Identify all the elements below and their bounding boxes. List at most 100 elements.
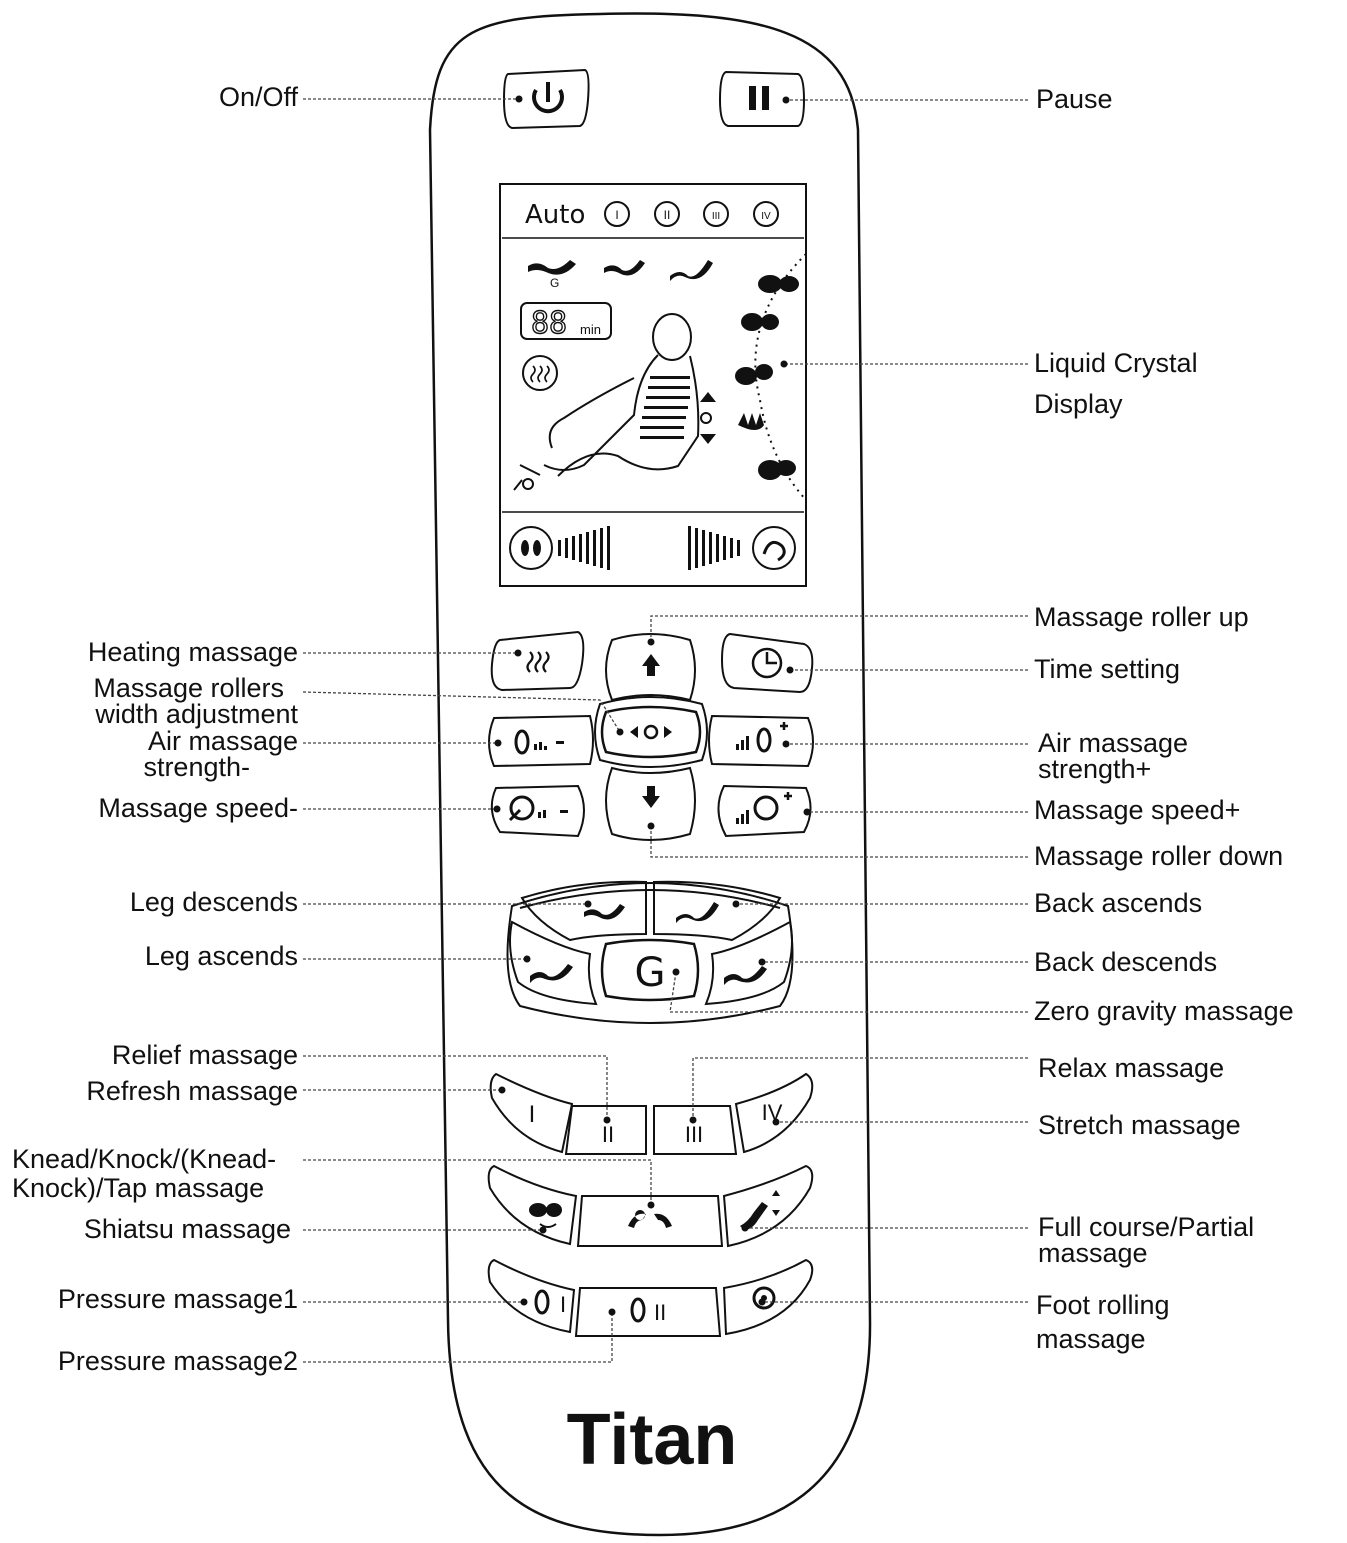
label-air-plus-1: Air massage <box>1038 728 1189 758</box>
label-lcd-1: Liquid Crystal <box>1034 348 1198 378</box>
lcd-mode-4: IV <box>761 211 771 222</box>
label-width-1: Massage rollers <box>93 673 284 703</box>
zero-gravity-button-label: G <box>635 950 666 996</box>
label-zero-gravity: Zero gravity massage <box>1034 996 1294 1026</box>
label-air-minus-2: strength- <box>143 752 250 782</box>
lcd-strength-bars <box>509 526 796 570</box>
full-course-icon <box>740 1190 780 1230</box>
leader-lines <box>302 98 1028 1363</box>
speed-plus-button[interactable] <box>717 784 812 838</box>
program-4-label: IV <box>762 1100 783 1125</box>
brand-logo: Titan <box>567 1400 738 1480</box>
label-foot-2: massage <box>1036 1324 1146 1354</box>
lcd-zero-g-mark: G <box>550 276 559 290</box>
pause-icon <box>749 86 769 110</box>
lcd-heat-indicator <box>522 355 558 391</box>
leg-up-icon <box>530 964 573 983</box>
lcd-technique-icons <box>735 275 799 480</box>
label-full-course-1: Full course/Partial <box>1038 1212 1255 1242</box>
lcd-recline-icons: G <box>528 260 713 290</box>
label-leg-ascends: Leg ascends <box>144 941 298 971</box>
leg-descends-button[interactable] <box>520 880 647 942</box>
pressure-1-label: I <box>560 1292 566 1317</box>
leg-ascends-button[interactable] <box>509 920 598 1006</box>
shiatsu-icon <box>529 1203 562 1228</box>
air-minus-icon <box>514 729 564 755</box>
lcd-mode-1: I <box>615 208 618 222</box>
lcd-roller-position-arrow <box>700 392 716 444</box>
width-adjust-button[interactable] <box>594 696 708 768</box>
air-plus-button[interactable] <box>708 714 814 768</box>
leader-dots <box>493 95 811 1316</box>
label-knead-1: Knead/Knock/(Knead- <box>12 1144 277 1174</box>
program-2-label: II <box>602 1122 614 1147</box>
speed-plus-icon <box>736 792 792 824</box>
label-speed-minus: Massage speed- <box>98 793 298 823</box>
label-knead-2: Knock)/Tap massage <box>12 1173 265 1203</box>
leg-down-icon <box>584 904 625 920</box>
program-4-button[interactable]: IV <box>734 1072 814 1154</box>
shiatsu-button[interactable] <box>487 1164 578 1246</box>
knead-button[interactable] <box>576 1195 724 1247</box>
lcd-roller-dots <box>640 376 690 439</box>
program-1-label: I <box>529 1101 536 1128</box>
label-back-ascends: Back ascends <box>1034 888 1203 918</box>
width-icon <box>630 724 672 740</box>
recline-cluster <box>506 882 794 1024</box>
label-heating: Heating massage <box>87 637 298 667</box>
label-leg-descends: Leg descends <box>129 887 298 917</box>
label-air-plus-2: strength+ <box>1038 754 1152 784</box>
foot-rolling-button[interactable] <box>722 1258 814 1336</box>
lcd-body-figure <box>513 313 700 491</box>
arrow-up-icon <box>642 654 660 676</box>
air-plus-icon <box>736 722 788 753</box>
lcd-timer: 88 min <box>520 302 612 342</box>
label-refresh: Refresh massage <box>86 1076 298 1106</box>
heating-button[interactable] <box>490 630 585 692</box>
heat-icon <box>526 651 550 673</box>
label-relax: Relax massage <box>1038 1053 1225 1083</box>
label-time-setting: Time setting <box>1034 654 1181 684</box>
label-speed-plus: Massage speed+ <box>1034 795 1241 825</box>
lcd-auto-text: Auto <box>525 200 585 230</box>
speed-minus-icon <box>508 795 568 822</box>
lcd-timer-digits: 88 <box>531 306 567 341</box>
lcd-mode-2: II <box>664 208 671 222</box>
back-descends-button[interactable] <box>704 920 793 1006</box>
air-minus-button[interactable] <box>488 714 594 768</box>
roller-down-button[interactable] <box>605 766 696 841</box>
lcd-mode-indicators: I II III IV <box>604 201 779 227</box>
clock-icon <box>751 647 783 679</box>
pressure-2-label: II <box>654 1300 666 1325</box>
program-3-label: III <box>685 1122 703 1147</box>
back-up-icon <box>676 902 719 923</box>
power-button[interactable] <box>502 68 590 130</box>
pressure-1-button[interactable]: I <box>487 1258 576 1334</box>
roller-up-button[interactable] <box>605 633 696 702</box>
power-icon <box>532 82 564 114</box>
pressure-2-button[interactable]: II <box>574 1287 722 1337</box>
time-setting-button[interactable] <box>720 632 814 694</box>
back-ascends-button[interactable] <box>653 880 782 942</box>
lcd-mode-3: III <box>712 211 720 222</box>
label-air-minus-1: Air massage <box>147 726 298 756</box>
program-2-button[interactable]: II <box>564 1105 647 1155</box>
label-foot-1: Foot rolling <box>1036 1290 1170 1320</box>
program-3-button[interactable]: III <box>653 1105 738 1155</box>
label-back-descends: Back descends <box>1034 947 1218 977</box>
label-pause: Pause <box>1036 84 1113 114</box>
label-stretch: Stretch massage <box>1038 1110 1241 1140</box>
label-roller-up: Massage roller up <box>1034 602 1249 632</box>
pause-button[interactable] <box>718 70 806 127</box>
label-pressure-1: Pressure massage1 <box>57 1284 298 1314</box>
speed-minus-button[interactable] <box>490 784 585 838</box>
label-roller-down: Massage roller down <box>1034 841 1284 871</box>
program-1-button[interactable]: I <box>489 1072 574 1154</box>
label-width-2: width adjustment <box>95 699 298 729</box>
foot-roller-icon <box>752 1286 776 1310</box>
full-course-button[interactable] <box>722 1164 814 1248</box>
label-shiatsu: Shiatsu massage <box>83 1214 291 1244</box>
zero-gravity-button[interactable]: G <box>600 938 700 1002</box>
knead-icon <box>628 1210 672 1228</box>
